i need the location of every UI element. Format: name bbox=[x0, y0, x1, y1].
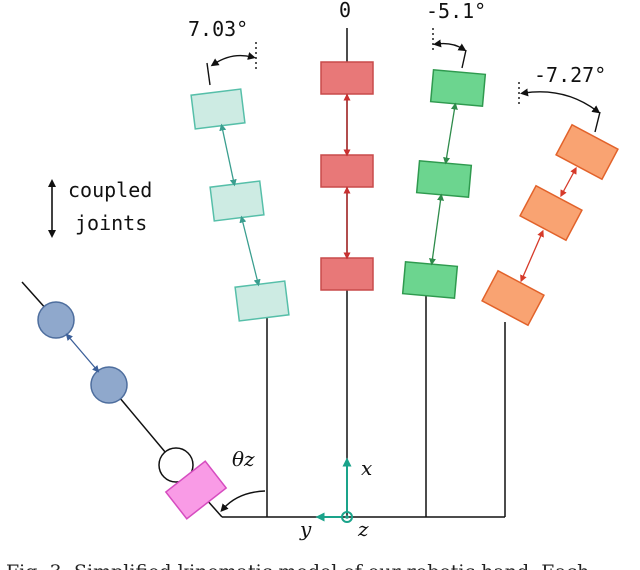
middle-link-3 bbox=[320, 61, 374, 95]
legend: coupled joints bbox=[48, 178, 152, 238]
index-angle-tick bbox=[206, 62, 211, 86]
middle-angle-label: 0 bbox=[339, 0, 351, 22]
thumb-base-link bbox=[164, 460, 228, 520]
z-axis-origin-dot bbox=[345, 515, 349, 519]
index-coupling-arrow bbox=[239, 215, 261, 287]
little-link-3 bbox=[555, 123, 619, 181]
figure-caption: Fig. 3: Simplified kinematic model of ou… bbox=[6, 561, 589, 570]
little-coupling-arrow bbox=[520, 229, 544, 283]
index-angle-label: 7.03° bbox=[188, 17, 248, 41]
legend-line-2: joints bbox=[75, 211, 147, 235]
thumb-coupling-arrow bbox=[65, 333, 100, 373]
thumb bbox=[37, 301, 228, 520]
z-axis-origin bbox=[341, 511, 353, 523]
little-finger bbox=[481, 123, 619, 327]
index-finger bbox=[190, 88, 290, 322]
index-link-3 bbox=[190, 88, 246, 130]
thumb-joint-tip bbox=[37, 301, 75, 339]
middle-finger bbox=[320, 61, 374, 291]
ring-link-1 bbox=[401, 260, 459, 300]
z-axis-label: z bbox=[357, 517, 369, 541]
little-link-2 bbox=[519, 184, 583, 242]
little-angle-tick bbox=[594, 111, 601, 133]
little-angle-label: -7.27° bbox=[534, 63, 606, 87]
thumb-joint-mid bbox=[90, 366, 128, 404]
little-angle-arc bbox=[520, 88, 601, 114]
theta-z-arc bbox=[220, 490, 266, 512]
middle-link-1 bbox=[320, 257, 374, 291]
thumb-joint-open bbox=[158, 447, 194, 483]
index-angle-arc bbox=[210, 52, 256, 67]
middle-link-2 bbox=[320, 154, 374, 188]
ring-finger bbox=[401, 68, 487, 300]
index-link-1 bbox=[234, 280, 290, 322]
ring-link-2 bbox=[415, 159, 473, 199]
ring-coupling-arrow bbox=[429, 193, 444, 266]
little-coupling-arrow bbox=[560, 166, 577, 198]
little-link-1 bbox=[481, 269, 545, 327]
theta-z-label: θz bbox=[232, 447, 255, 471]
ring-angle-label: -5.1° bbox=[426, 0, 486, 23]
y-axis-label: y bbox=[299, 517, 312, 541]
index-link-2 bbox=[209, 180, 265, 222]
ring-link-3 bbox=[429, 68, 487, 108]
coordinate-frame: x y z θz bbox=[232, 447, 372, 541]
ring-angle-tick bbox=[461, 49, 467, 69]
x-axis-label: x bbox=[361, 456, 372, 480]
legend-line-1: coupled bbox=[68, 178, 152, 202]
ring-coupling-arrow bbox=[443, 102, 458, 165]
index-coupling-arrow bbox=[219, 123, 237, 187]
ring-angle-arc bbox=[433, 39, 467, 52]
angle-annotations bbox=[206, 28, 601, 512]
